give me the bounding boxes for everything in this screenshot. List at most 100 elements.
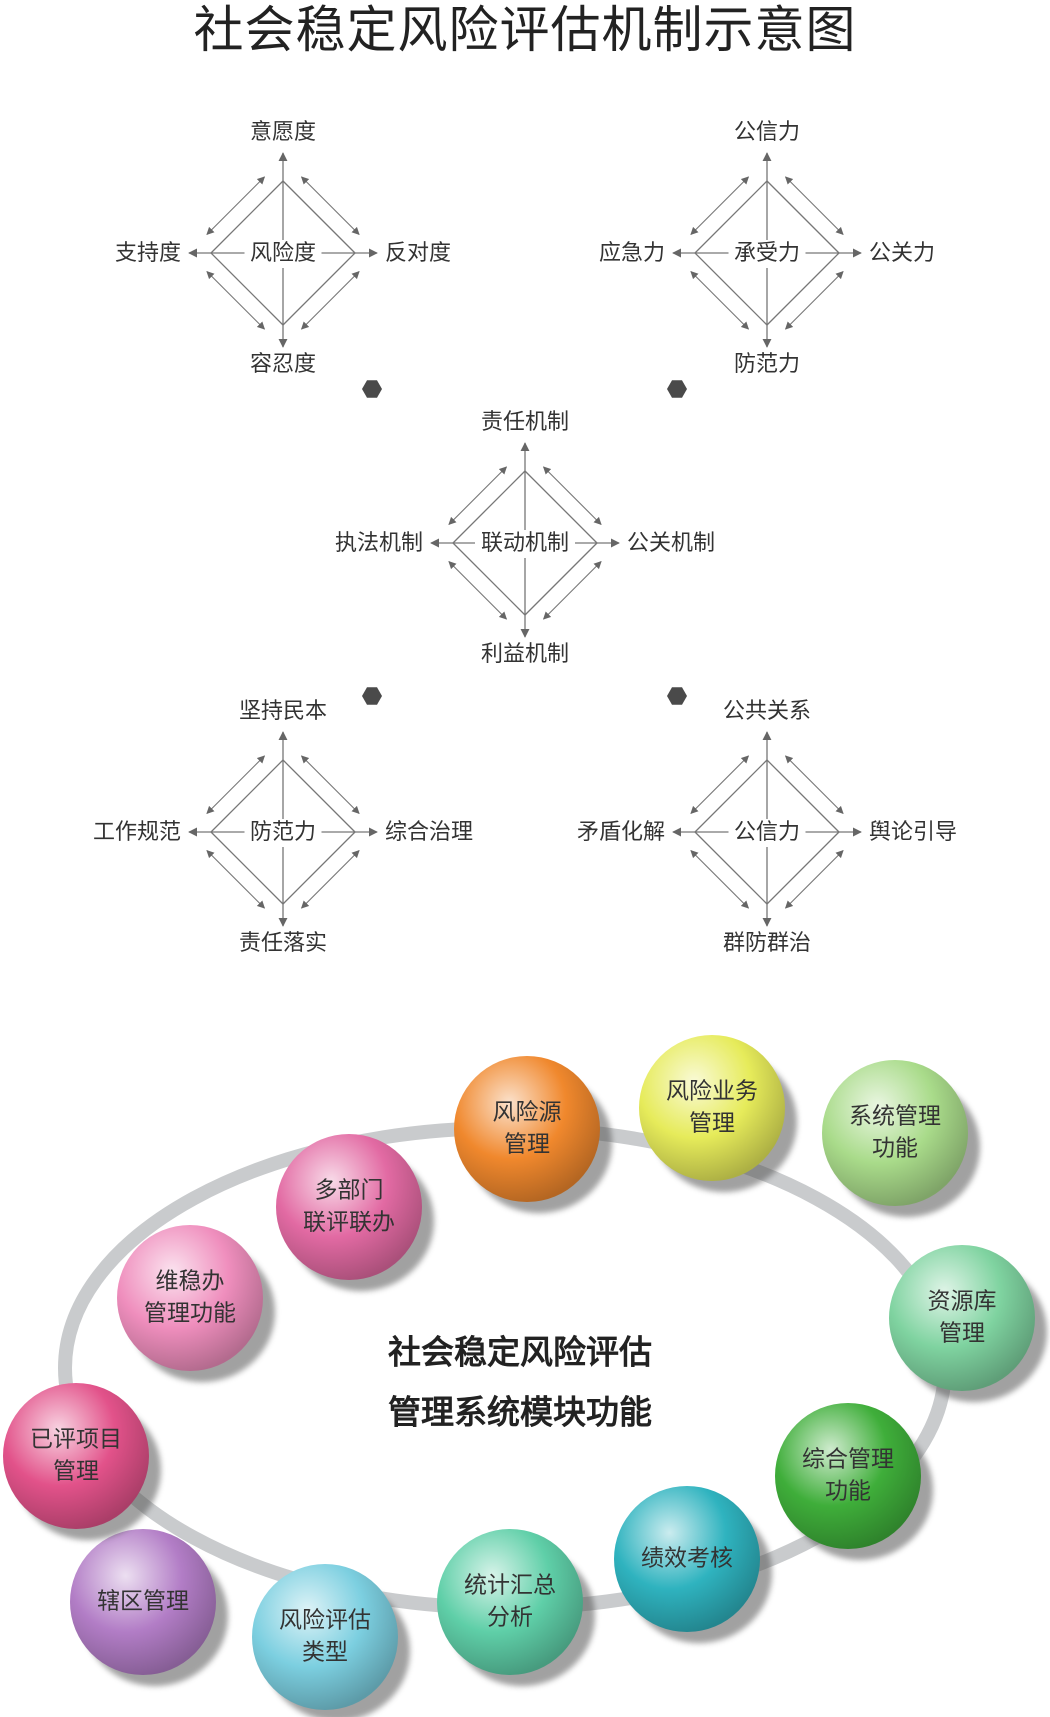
diamond-label-top: 公共关系 [723, 699, 811, 724]
ball-sphere [437, 1529, 583, 1675]
ball-sphere [252, 1564, 398, 1710]
diamond-label-right: 舆论引导 [869, 820, 957, 845]
diamond-label-bottom: 责任落实 [239, 931, 327, 956]
module-label: 绩效考核 [641, 1546, 733, 1572]
edge-arrow [690, 849, 750, 909]
edge-arrow [448, 560, 508, 620]
module-label: 风险业务 [666, 1079, 758, 1105]
ball-sphere [614, 1486, 760, 1632]
diamond-label-right: 公关力 [869, 241, 935, 266]
diamond-label-right: 综合治理 [385, 820, 473, 845]
edge-arrow [300, 270, 360, 330]
connector-dot [667, 687, 687, 705]
module-ball[interactable]: 辖区管理 [70, 1529, 228, 1687]
diamond-label-top: 意愿度 [250, 120, 316, 145]
diamond-label-bottom: 容忍度 [250, 352, 316, 377]
page-title: 社会稳定风险评估机制示意图 [193, 1, 857, 59]
module-label: 风险源 [493, 1100, 562, 1126]
ball-sphere [3, 1383, 149, 1529]
module-label: 分析 [487, 1605, 533, 1631]
ball-sphere [822, 1060, 968, 1206]
diamond-label-top: 坚持民本 [239, 699, 327, 724]
module-label: 风险评估 [279, 1608, 371, 1634]
diamond-label-left: 应急力 [599, 241, 665, 266]
diamond-label-top: 公信力 [734, 120, 800, 145]
module-label: 管理 [689, 1111, 735, 1137]
diamond-label-left: 工作规范 [93, 820, 181, 845]
ball-sphere [775, 1403, 921, 1549]
ball-sphere [454, 1056, 600, 1202]
ball-sphere [889, 1245, 1035, 1391]
ball-sphere [117, 1225, 263, 1371]
module-label: 资源库 [928, 1289, 997, 1315]
diamond-label-center: 防范力 [250, 820, 316, 845]
module-label: 管理功能 [144, 1301, 236, 1327]
module-label: 统计汇总 [464, 1573, 556, 1599]
module-label: 多部门 [315, 1178, 384, 1204]
diamond-label-left: 支持度 [115, 241, 181, 266]
edge-arrow [300, 849, 360, 909]
module-label: 系统管理 [849, 1104, 941, 1130]
module-label: 管理 [939, 1321, 985, 1347]
edge-arrow [300, 755, 360, 815]
diamond-label-center: 公信力 [734, 820, 800, 845]
ball-sphere [276, 1134, 422, 1280]
diamond-label-left: 矛盾化解 [577, 820, 665, 845]
edge-arrow [690, 755, 750, 815]
edge-arrow [784, 176, 844, 236]
diamond-3: 联动机制责任机制利益机制执法机制公关机制 [335, 410, 715, 667]
diamond-label-bottom: 防范力 [734, 352, 800, 377]
module-label: 已评项目 [30, 1427, 122, 1453]
edge-arrow [300, 176, 360, 236]
edge-arrow [206, 755, 266, 815]
edge-arrow [784, 755, 844, 815]
module-label: 维稳办 [156, 1269, 225, 1295]
diamond-label-center: 风险度 [250, 241, 316, 266]
module-label: 管理 [53, 1459, 99, 1485]
connector-dot [667, 380, 687, 398]
edge-arrow [206, 176, 266, 236]
diamond-label-top: 责任机制 [481, 410, 569, 435]
edge-arrow [206, 849, 266, 909]
edge-arrow [542, 466, 602, 526]
diamond-label-right: 反对度 [385, 241, 451, 266]
module-label: 类型 [302, 1640, 348, 1666]
module-label: 管理 [504, 1132, 550, 1158]
module-label: 辖区管理 [97, 1589, 189, 1615]
ring-center-title: 管理系统模块功能 [388, 1393, 652, 1432]
diamond-label-center: 承受力 [734, 241, 800, 266]
module-label: 联评联办 [303, 1210, 395, 1236]
edge-arrow [448, 466, 508, 526]
connector-dot [362, 687, 382, 705]
edge-arrow [784, 849, 844, 909]
edge-arrow [542, 560, 602, 620]
module-label: 综合管理 [802, 1447, 894, 1473]
edge-arrow [690, 176, 750, 236]
diamond-label-bottom: 利益机制 [481, 642, 569, 667]
diamond-label-bottom: 群防群治 [723, 931, 811, 956]
diamond-label-center: 联动机制 [481, 531, 569, 556]
module-label: 功能 [825, 1479, 871, 1505]
ball-sphere [70, 1529, 216, 1675]
ring-center-title: 社会稳定风险评估 [388, 1333, 652, 1372]
connector-dot [362, 380, 382, 398]
edge-arrow [206, 270, 266, 330]
diamond-label-left: 执法机制 [335, 531, 423, 556]
module-ball[interactable]: 绩效考核 [614, 1486, 772, 1644]
edge-arrow [690, 270, 750, 330]
